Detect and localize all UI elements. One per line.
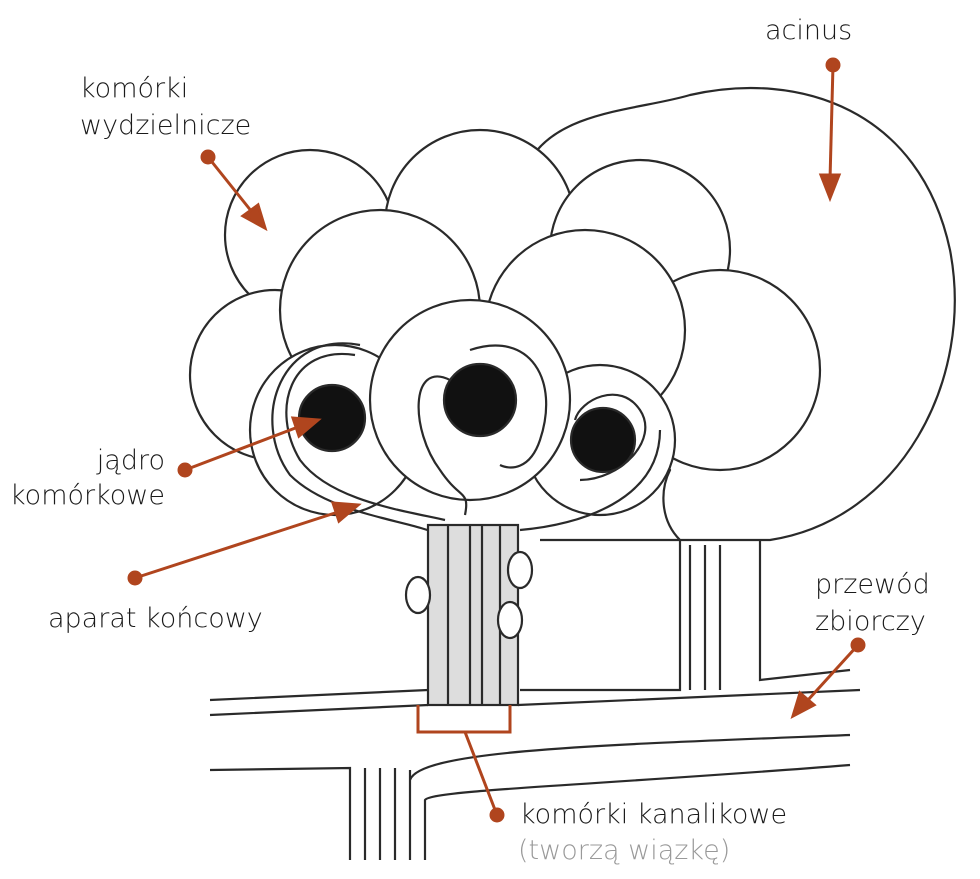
label-terminal-apparatus: aparat końcowy bbox=[48, 603, 263, 634]
label-canalicular-cells-note: (tworzą wiązkę) bbox=[518, 835, 731, 866]
label-secretory-cells-2: wydzielnicze bbox=[80, 110, 252, 141]
sketch bbox=[188, 86, 956, 860]
label-canalicular-cells: komórki kanalikowe bbox=[520, 799, 788, 830]
nucleus bbox=[569, 406, 637, 474]
label-secretory-cells-1: komórki bbox=[80, 73, 189, 104]
label-nucleus-1: jądro bbox=[96, 445, 165, 476]
label-collecting-duct-2: zbiorczy bbox=[815, 606, 926, 637]
label-collecting-duct-1: przewód bbox=[815, 569, 930, 600]
label-nucleus-2: komórkowe bbox=[10, 480, 165, 511]
nucleus bbox=[442, 362, 518, 438]
label-acinus: acinus bbox=[765, 15, 853, 46]
annotation-arrows bbox=[127, 57, 866, 823]
